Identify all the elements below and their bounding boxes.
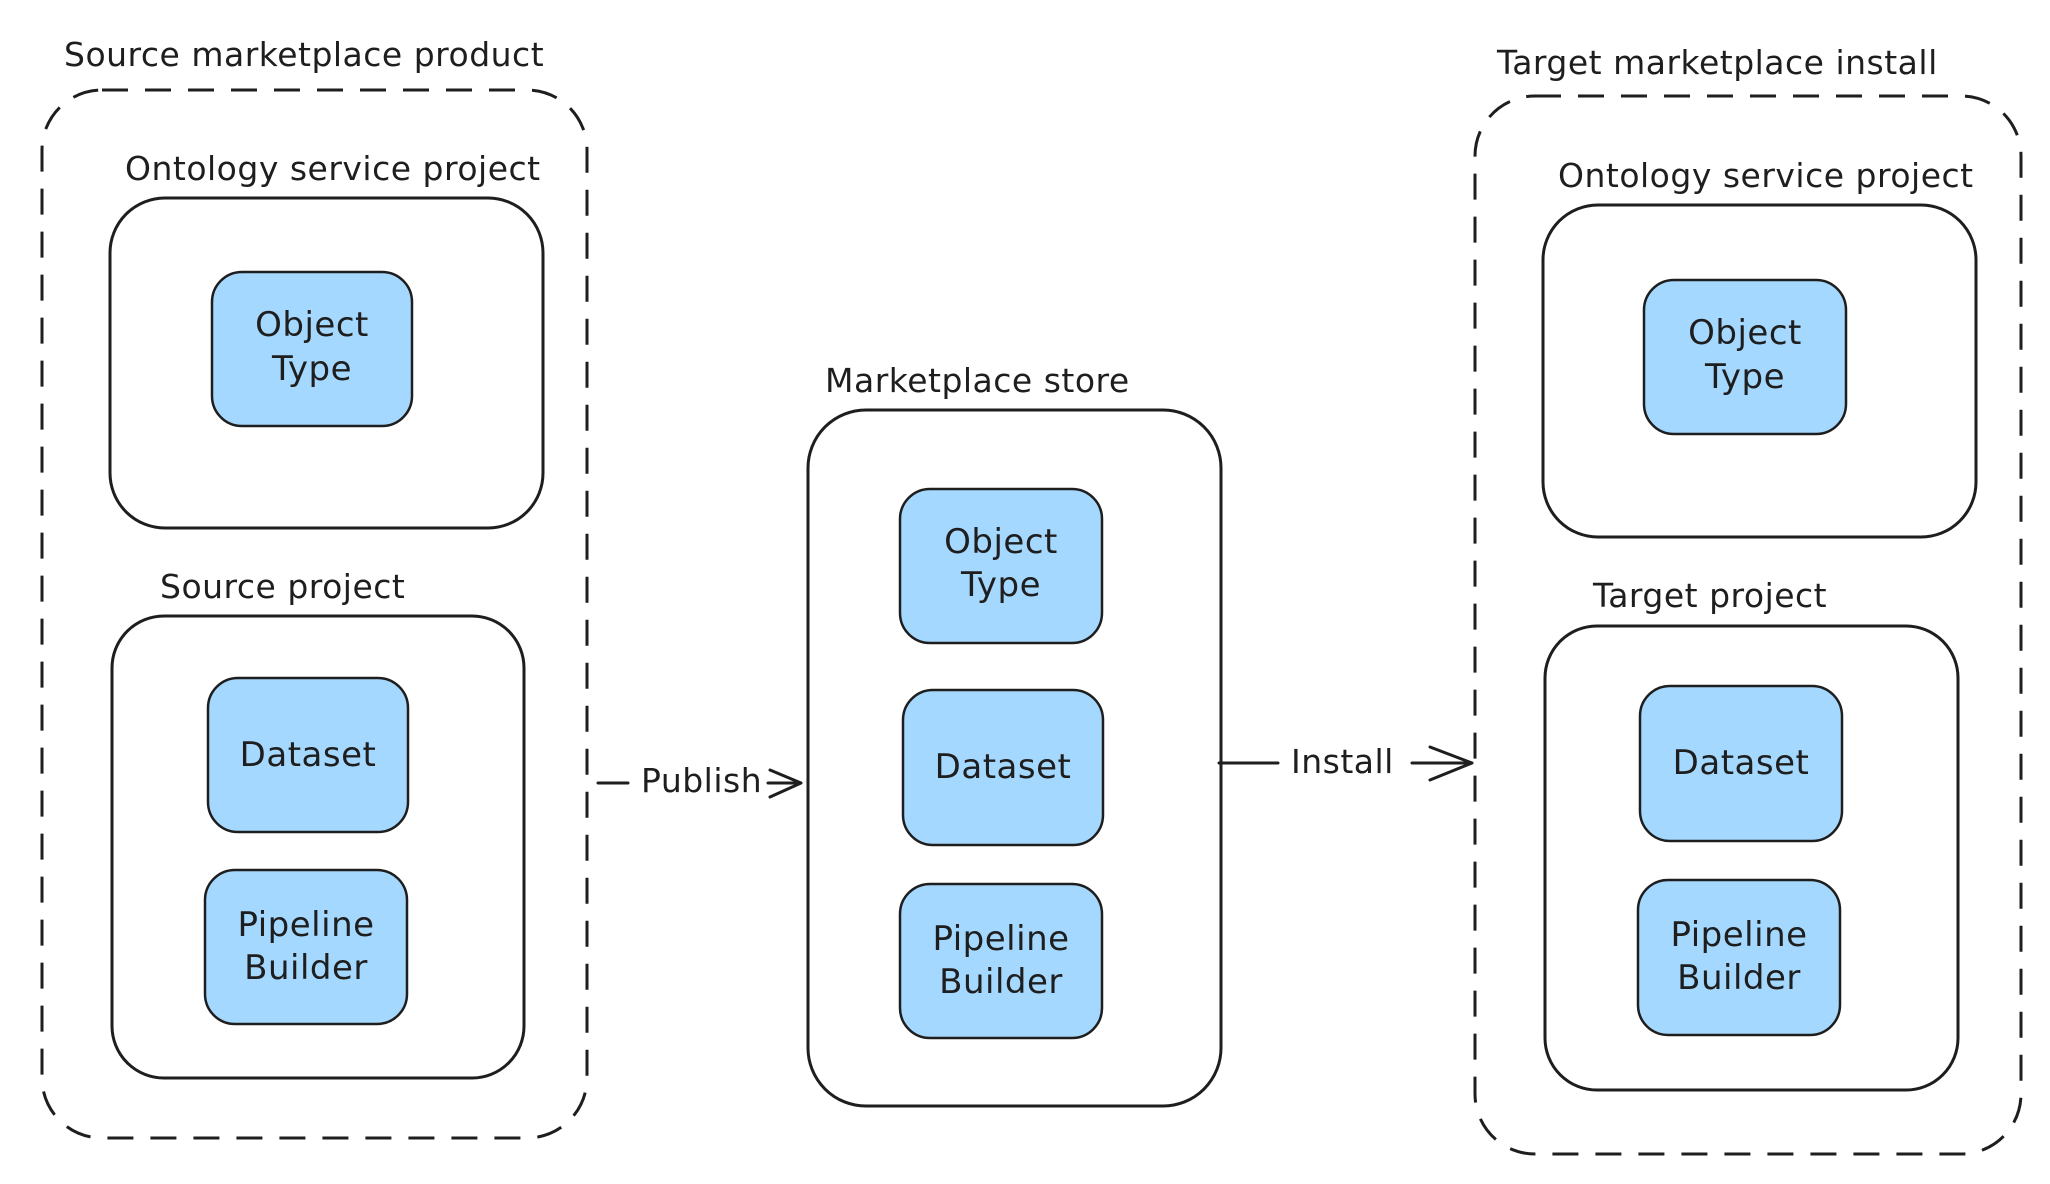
target-object-type-node: Object Type xyxy=(1642,278,1848,436)
store-dataset-box xyxy=(901,688,1105,847)
target-dataset-label: Dataset xyxy=(1673,743,1810,783)
store-pipeline-builder-node: Pipeline Builder xyxy=(898,882,1104,1040)
install-edge-label: Install xyxy=(1291,742,1394,781)
store-object-type-label-line1: Object xyxy=(944,522,1058,562)
source-object-type-node: Object Type xyxy=(210,270,414,428)
source-dataset-box xyxy=(206,676,410,834)
target-dataset-node: Dataset xyxy=(1638,684,1844,843)
publish-edge: Publish xyxy=(596,761,803,800)
source-project-group: Source project Dataset Pipeline Builder xyxy=(110,567,526,1080)
source-ontology-project-group: Ontology service project Object Type xyxy=(108,149,545,530)
target-project-box xyxy=(1543,624,1960,1092)
source-object-type-label-line2: Type xyxy=(271,349,352,389)
source-marketplace-product-group: Source marketplace product Ontology serv… xyxy=(40,35,589,1140)
source-dataset-label: Dataset xyxy=(240,735,377,775)
target-dataset-box xyxy=(1638,684,1844,843)
source-product-title: Source marketplace product xyxy=(64,35,544,74)
store-dataset-label: Dataset xyxy=(935,747,1072,787)
store-title: Marketplace store xyxy=(825,361,1130,400)
target-project-group: Target project Dataset Pipeline Builder xyxy=(1543,576,1960,1092)
target-object-type-label-line1: Object xyxy=(1688,313,1802,353)
store-object-type-node: Object Type xyxy=(898,487,1104,645)
target-object-type-box xyxy=(1642,278,1848,436)
store-pipeline-builder-box xyxy=(898,882,1104,1040)
source-pipeline-builder-box xyxy=(203,868,409,1026)
source-dataset-node: Dataset xyxy=(206,676,410,834)
target-pipeline-builder-node: Pipeline Builder xyxy=(1636,878,1842,1037)
store-box xyxy=(806,408,1223,1108)
target-ontology-project-group: Ontology service project Object Type xyxy=(1541,156,1978,539)
store-dataset-node: Dataset xyxy=(901,688,1105,847)
source-object-type-box xyxy=(210,270,414,428)
marketplace-store-group: Marketplace store Object Type Dataset Pi… xyxy=(806,361,1223,1108)
source-project-title: Source project xyxy=(160,567,405,606)
target-pipeline-builder-label-line1: Pipeline xyxy=(1670,915,1807,955)
source-ontology-project-title: Ontology service project xyxy=(125,149,541,188)
target-project-title: Target project xyxy=(1592,576,1827,615)
target-pipeline-builder-label-line2: Builder xyxy=(1677,958,1801,998)
store-object-type-label-line2: Type xyxy=(960,565,1041,605)
install-edge: Install xyxy=(1217,742,1474,782)
source-object-type-label-line1: Object xyxy=(255,305,369,345)
target-ontology-project-box xyxy=(1541,203,1978,539)
target-install-title: Target marketplace install xyxy=(1496,43,1938,82)
publish-arrowhead-icon xyxy=(766,768,803,799)
target-install-boundary xyxy=(1473,94,2023,1156)
target-object-type-label-line2: Type xyxy=(1704,357,1785,397)
source-pipeline-builder-label-line1: Pipeline xyxy=(237,905,374,945)
target-pipeline-builder-box xyxy=(1636,878,1842,1037)
source-pipeline-builder-label-line2: Builder xyxy=(244,948,368,988)
target-ontology-project-title: Ontology service project xyxy=(1558,156,1974,195)
store-pipeline-builder-label-line2: Builder xyxy=(939,962,1063,1002)
target-marketplace-install-group: Target marketplace install Ontology serv… xyxy=(1473,43,2023,1156)
source-pipeline-builder-node: Pipeline Builder xyxy=(203,868,409,1026)
source-project-box xyxy=(110,614,526,1080)
store-object-type-box xyxy=(898,487,1104,645)
store-pipeline-builder-label-line1: Pipeline xyxy=(932,919,1069,959)
publish-edge-label: Publish xyxy=(641,761,762,800)
install-arrowhead-icon xyxy=(1410,745,1474,782)
source-ontology-project-box xyxy=(108,196,545,530)
